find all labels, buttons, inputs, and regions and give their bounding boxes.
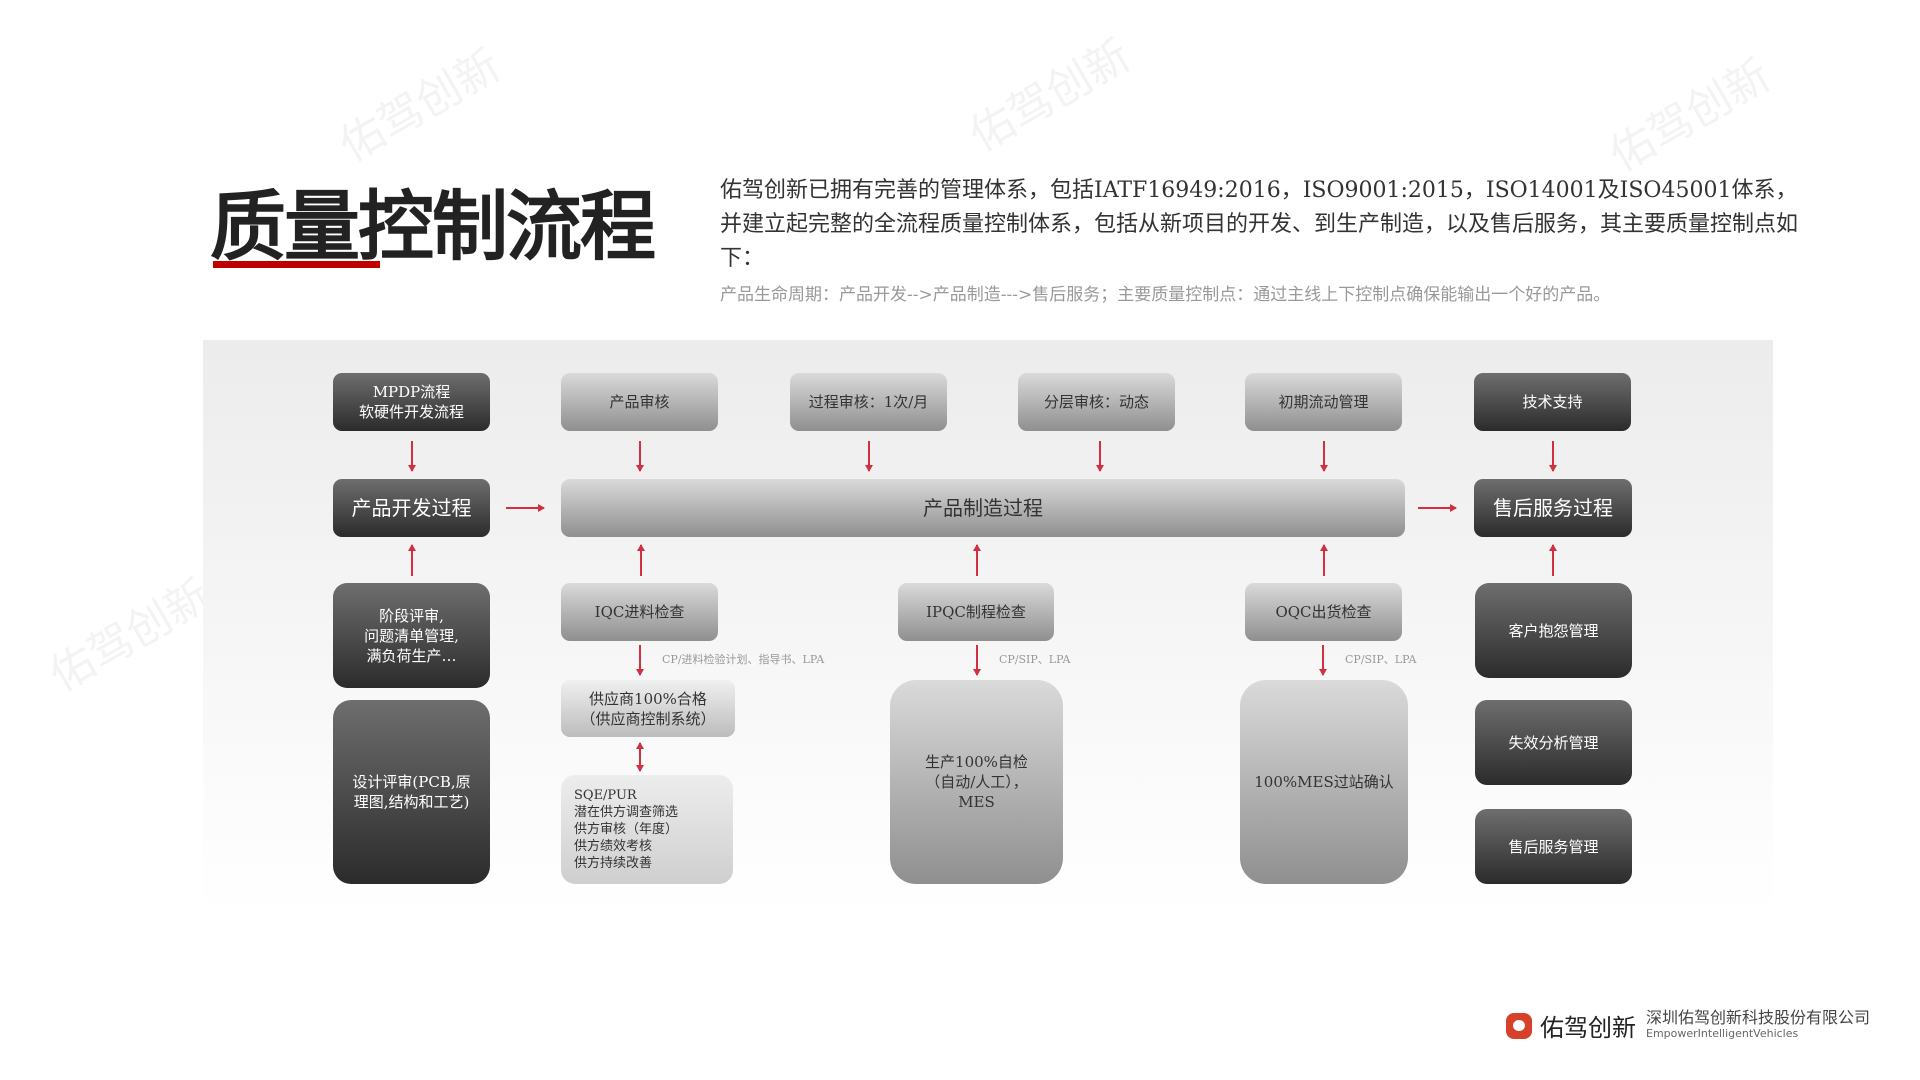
arrow-down (1320, 441, 1328, 472)
title-underline (213, 261, 380, 268)
oqc-box: OQC出货检查 (1245, 583, 1402, 641)
arrow-down (636, 441, 644, 472)
complaint-box: 客户抱怨管理 (1475, 583, 1632, 678)
early-flow-box: 初期流动管理 (1245, 373, 1402, 431)
arrow-up (408, 544, 416, 576)
arrow-right (506, 504, 545, 512)
arrow-down (865, 441, 873, 472)
layered-audit-box: 分层审核：动态 (1018, 373, 1175, 431)
arrow-down (1549, 441, 1557, 472)
lifecycle-text: 产品生命周期：产品开发-->产品制造--->售后服务；主要质量控制点：通过主线上… (720, 285, 1611, 305)
arrow-down (973, 645, 981, 676)
mpdp-box: MPDP流程 软硬件开发流程 (333, 373, 490, 431)
company-name: 深圳佑驾创新科技股份有限公司 (1646, 1008, 1871, 1027)
arrow-up (637, 544, 645, 576)
stage-review-box: 阶段评审, 问题清单管理, 满负荷生产… (333, 583, 490, 688)
arrow-up (973, 544, 981, 576)
company-name-en: EmpowerIntelligentVehicles (1646, 1027, 1799, 1040)
dev-process-box: 产品开发过程 (333, 479, 490, 537)
design-review-box: 设计评审(PCB,原理图,结构和工艺) (333, 700, 490, 884)
intro-text: 佑驾创新已拥有完善的管理体系，包括IATF16949:2016，ISO9001:… (720, 178, 1799, 271)
process-audit-box: 过程审核：1次/月 (790, 373, 947, 431)
after-sales-mgmt-box: 售后服务管理 (1475, 809, 1632, 884)
watermark: 佑驾创新 (1601, 49, 1780, 182)
arrow-up (1320, 544, 1328, 576)
arrow-down (1096, 441, 1104, 472)
arrow-down (408, 441, 416, 472)
arrow-right (1418, 504, 1457, 512)
tech-support-box: 技术支持 (1474, 373, 1631, 431)
iqc-box: IQC进料检查 (561, 583, 718, 641)
watermark: 佑驾创新 (961, 29, 1140, 162)
manufacturing-process-bar: 产品制造过程 (561, 479, 1405, 537)
logo-icon (1506, 1012, 1532, 1039)
company-logo: 佑驾创新 (1506, 1008, 1636, 1043)
supplier-box: 供应商100%合格 （供应商控制系统） (561, 680, 735, 737)
logo-text: 佑驾创新 (1540, 1014, 1636, 1042)
arrow-down (636, 645, 644, 676)
ipqc-result-box: 生产100%自检 （自动/人工）， MES (890, 680, 1063, 884)
arrow-down (1319, 645, 1327, 676)
iqc-note: CP/进料检验计划、指导书、LPA (662, 653, 825, 666)
watermark: 佑驾创新 (331, 39, 510, 172)
page-title: 质量控制流程 (210, 182, 656, 271)
arrow-bidirectional (636, 742, 644, 772)
after-sales-process-box: 售后服务过程 (1474, 479, 1632, 537)
failure-analysis-box: 失效分析管理 (1475, 700, 1632, 785)
watermark: 佑驾创新 (41, 569, 220, 702)
oqc-note: CP/SIP、LPA (1345, 653, 1417, 666)
sqe-box: SQE/PUR 潜在供方调查筛选 供方审核（年度） 供方绩效考核 供方持续改善 (561, 775, 733, 884)
ipqc-box: IPQC制程检查 (898, 583, 1054, 641)
product-audit-box: 产品审核 (561, 373, 718, 431)
ipqc-note: CP/SIP、LPA (999, 653, 1071, 666)
oqc-result-box: 100%MES过站确认 (1240, 680, 1408, 884)
arrow-up (1549, 544, 1557, 576)
